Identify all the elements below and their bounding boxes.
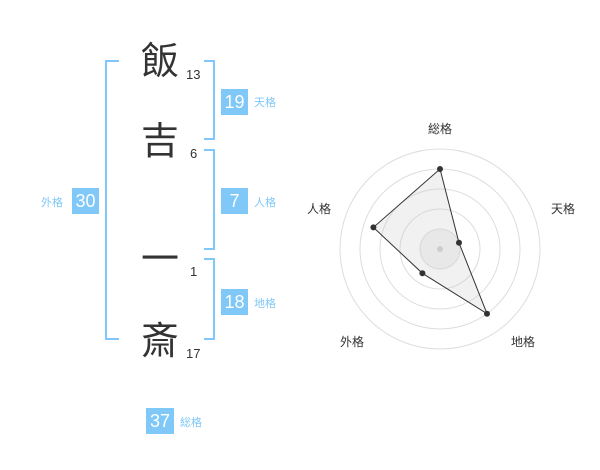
- name-char-2: 吉: [140, 119, 179, 163]
- stroke-count-4: 17: [186, 346, 201, 361]
- soukaku-value: 37: [146, 408, 174, 434]
- tenkaku-value: 19: [221, 89, 248, 115]
- radar-axis-label-2: 地格: [511, 334, 535, 349]
- radar-area: [372, 168, 489, 315]
- chikaku-label: 地格: [254, 297, 276, 310]
- radar-axis-label-3: 外格: [340, 334, 364, 349]
- radar-point-0: [437, 166, 443, 172]
- stroke-count-3: 1: [190, 264, 198, 279]
- radar-ring-3: [379, 188, 501, 310]
- radar-ring-5: [339, 148, 541, 350]
- name-char-3: 一: [140, 237, 179, 281]
- jinkaku-bracket: [204, 149, 215, 250]
- outer-bracket: [105, 60, 119, 340]
- radar-center: [437, 246, 443, 252]
- tenkaku-label: 天格: [254, 96, 276, 109]
- soukaku-label: 総格: [180, 416, 202, 429]
- radar-axis-label-0: 総格: [428, 121, 452, 136]
- name-char-4: 斎: [140, 319, 179, 363]
- stroke-count-2: 6: [190, 146, 198, 161]
- chikaku-value: 18: [221, 289, 248, 315]
- gaikaku-label: 外格: [41, 196, 63, 209]
- jinkaku-value: 7: [221, 188, 248, 214]
- gaikaku-value: 30: [72, 188, 99, 214]
- radar-point-2: [484, 310, 490, 317]
- name-char-1: 飯: [140, 39, 179, 83]
- radar-axis-label-4: 人格: [307, 201, 331, 216]
- radar-point-3: [419, 270, 426, 277]
- radar-point-1: [456, 239, 462, 246]
- radar-point-4: [370, 224, 377, 231]
- radar-axis-label-1: 天格: [551, 201, 575, 216]
- jinkaku-label: 人格: [254, 196, 276, 209]
- radar-ring-2: [399, 208, 481, 290]
- tenkaku-bracket: [204, 60, 215, 140]
- stroke-count-1: 13: [186, 67, 201, 82]
- chikaku-bracket: [204, 258, 215, 340]
